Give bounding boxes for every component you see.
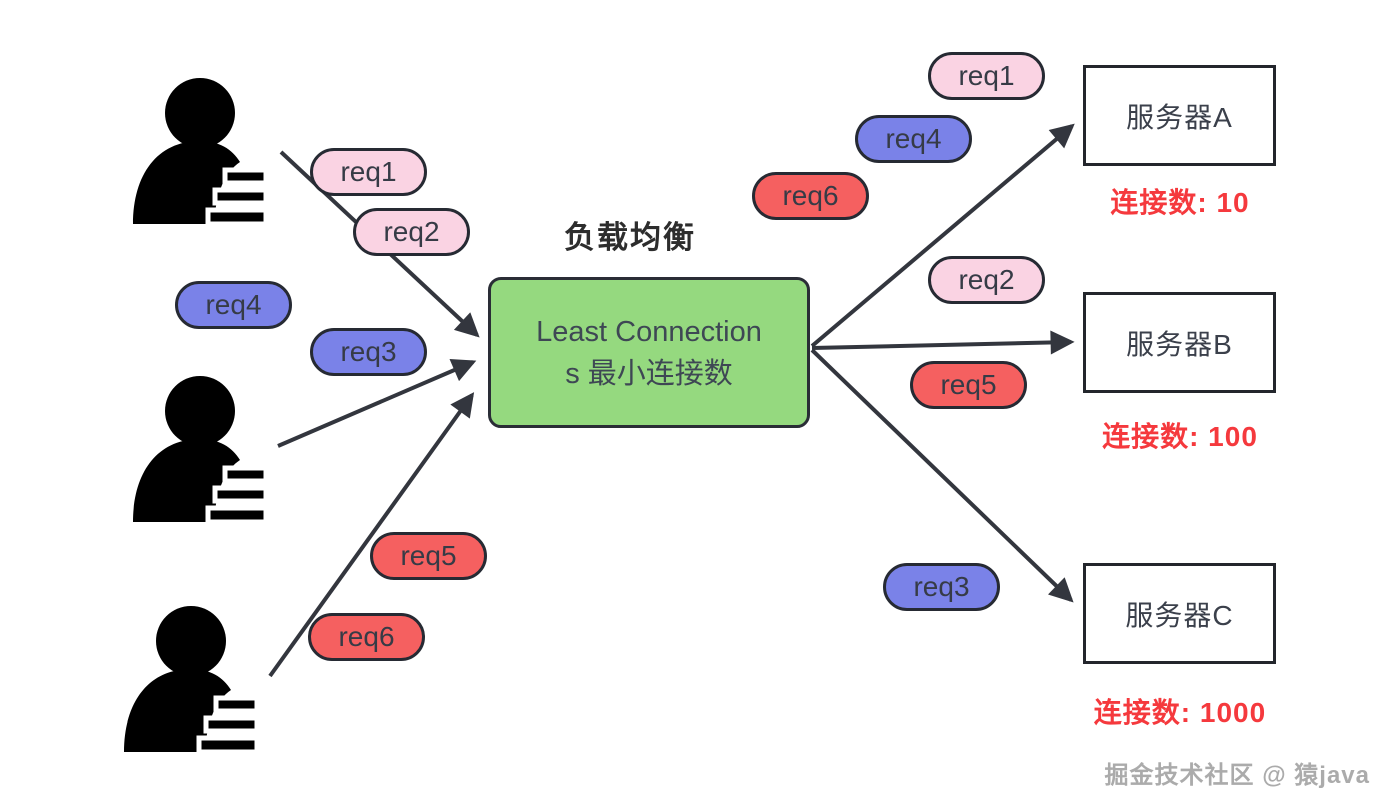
arrow-lb-to-server-b [811, 330, 1075, 355]
request-pill-req6-left: req6 [308, 613, 425, 661]
request-pill-req2-right: req2 [928, 256, 1045, 304]
user-icon [124, 606, 257, 754]
request-pill-req5-right: req5 [910, 361, 1027, 409]
user-icon [133, 376, 266, 524]
server-c-box: 服务器C [1083, 563, 1276, 664]
arrow-user3-to-lb [268, 392, 475, 678]
request-pill-req2-left: req2 [353, 208, 470, 256]
server-b-box: 服务器B [1083, 292, 1276, 393]
load-balancer-box: Least Connection s 最小连接数 [488, 277, 810, 428]
arrow-lb-to-server-a [810, 123, 1075, 348]
server-c-connections: 连接数: 1000 [1093, 697, 1267, 728]
arrow-user2-to-lb [277, 359, 477, 448]
server-a-label: 服务器A [1126, 101, 1233, 133]
request-pill-req4-right: req4 [855, 115, 972, 163]
server-a-connections: 连接数: 10 [1110, 187, 1250, 218]
server-b-connections: 连接数: 100 [1102, 421, 1258, 452]
request-pill-req1-left: req1 [310, 148, 427, 196]
watermark: 掘金技术社区 @ 猿java [1104, 762, 1370, 789]
request-pill-req6-right: req6 [752, 172, 869, 220]
request-pill-req3-left: req3 [310, 328, 427, 376]
server-c-label: 服务器C [1125, 599, 1234, 631]
user-icon [133, 78, 266, 226]
server-b-label: 服务器B [1126, 328, 1233, 360]
request-pill-req1-right: req1 [928, 52, 1045, 100]
request-pill-req3-right: req3 [883, 563, 1000, 611]
load-balancer-title: 负载均衡 [564, 220, 696, 255]
request-pill-req4-left: req4 [175, 281, 292, 329]
arrow-lb-to-server-c [810, 348, 1074, 603]
request-pill-req5-left: req5 [370, 532, 487, 580]
lb-label-line1: Least Connection [536, 315, 762, 348]
lb-label-line2: s 最小连接数 [565, 357, 733, 390]
server-a-box: 服务器A [1083, 65, 1276, 166]
